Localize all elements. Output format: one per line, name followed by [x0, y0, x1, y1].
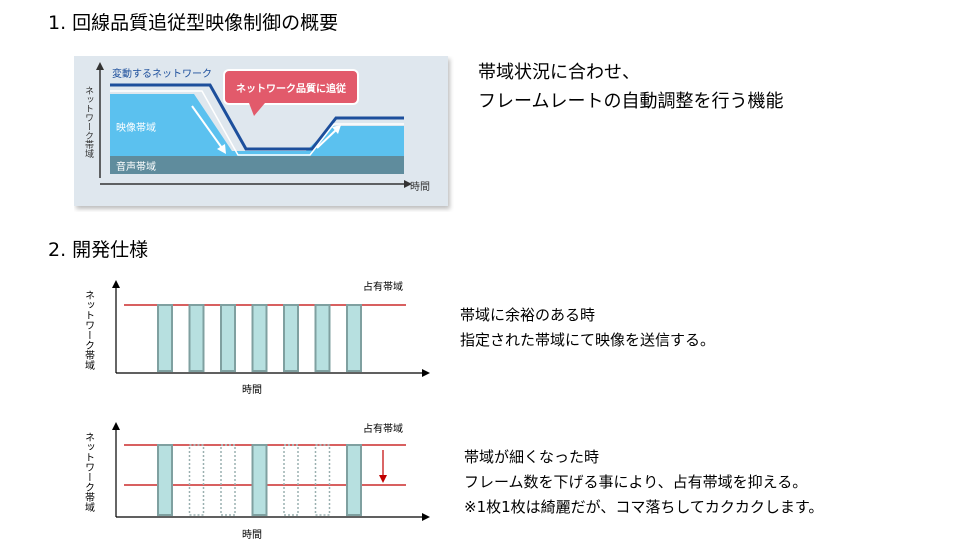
chart-bottom-ylabel: ネットワーク帯域 — [84, 432, 95, 512]
audio-band-label: 音声帯域 — [116, 160, 156, 173]
desc-narrow-bandwidth: 帯域が細くなった時 フレーム数を下げる事により、占有帯域を抑える。 ※1枚1枚は… — [464, 445, 823, 520]
chart-top-y-arrowhead — [112, 280, 120, 288]
chart-top-band-label: 占有帯域 — [363, 280, 403, 293]
chart-bottom-x-arrowhead — [422, 513, 430, 521]
down-motion-arrowhead — [217, 144, 226, 154]
dropped-frame-5 — [283, 444, 299, 516]
chart-bottom-frames — [157, 444, 362, 516]
desc-ample-bandwidth: 帯域に余裕のある時 指定された帯域にて映像を送信する。 — [460, 303, 715, 353]
illustration-y-label: ネットワーク帯域 — [83, 86, 94, 158]
chart-top-xlabel: 時間 — [242, 384, 262, 396]
section1-heading: 1. 回線品質追従型映像制御の概要 — [48, 12, 339, 34]
up-motion-arrowhead — [332, 125, 341, 134]
chart-ample-bandwidth: ネットワーク帯域 占有帯域 時間 — [84, 280, 430, 396]
desc-bottom-line3: ※1枚1枚は綺麗だが、コマ落ちしてカクカクします。 — [464, 498, 824, 516]
video-frame-1 — [157, 444, 173, 516]
callout-box — [223, 69, 359, 105]
dropped-frame-3 — [220, 444, 236, 516]
video-frame-7 — [346, 444, 362, 516]
callout-text: ネットワーク品質に追従 — [236, 82, 347, 95]
video-frame-6 — [314, 304, 331, 372]
chart-narrow-bandwidth: ネットワーク帯域 占有帯域 時間 — [84, 422, 430, 541]
chart-top-x-arrowhead — [422, 369, 430, 377]
video-frame-5 — [283, 304, 299, 372]
callout-tail — [249, 103, 265, 116]
video-frame-4 — [251, 444, 268, 516]
variable-network-line — [110, 83, 404, 151]
chart-bottom-xlabel: 時間 — [242, 529, 262, 541]
chart-bottom-band-label: 占有帯域 — [363, 422, 403, 435]
desc-bottom-line1: 帯域が細くなった時 — [464, 448, 600, 466]
video-frame-2 — [188, 304, 205, 372]
section1-description-line1: 帯域状況に合わせ、 — [478, 62, 640, 83]
audio-band-area — [110, 156, 404, 174]
x-axis-arrowhead — [404, 180, 412, 188]
down-motion-arrow — [191, 105, 223, 149]
illustration-time-label: 時間 — [410, 181, 430, 193]
dropped-frame-6 — [314, 444, 331, 516]
network-tracking-illustration: ネットワーク品質に追従 変動するネットワーク 映像帯域 音声帯域 時間 ネットワ… — [74, 56, 448, 206]
dropped-frame-2 — [188, 444, 205, 516]
network-line-highlight — [110, 90, 404, 156]
desc-top-line2: 指定された帯域にて映像を送信する。 — [460, 331, 716, 349]
video-frame-1 — [157, 304, 173, 372]
section1-description-line2: フレームレートの自動調整を行う機能 — [478, 91, 784, 112]
video-frame-3 — [220, 304, 236, 372]
video-frame-4 — [251, 304, 268, 372]
y-axis-arrowhead — [96, 62, 104, 70]
section2-heading: 2. 開発仕様 — [48, 239, 149, 261]
variable-network-label: 変動するネットワーク — [112, 67, 212, 80]
chart-bottom-reduce-arrowhead — [379, 475, 387, 483]
video-band-label: 映像帯域 — [116, 121, 156, 134]
up-motion-arrow — [316, 129, 337, 149]
video-frame-7 — [346, 304, 362, 372]
desc-bottom-line2: フレーム数を下げる事により、占有帯域を抑える。 — [464, 473, 808, 491]
video-band-area — [110, 94, 404, 156]
desc-top-line1: 帯域に余裕のある時 — [460, 306, 596, 324]
chart-top-frames — [157, 304, 362, 372]
chart-top-ylabel: ネットワーク帯域 — [84, 290, 95, 370]
section1-description: 帯域状況に合わせ、 フレームレートの自動調整を行う機能 — [478, 58, 783, 116]
chart-bottom-y-arrowhead — [112, 422, 120, 430]
